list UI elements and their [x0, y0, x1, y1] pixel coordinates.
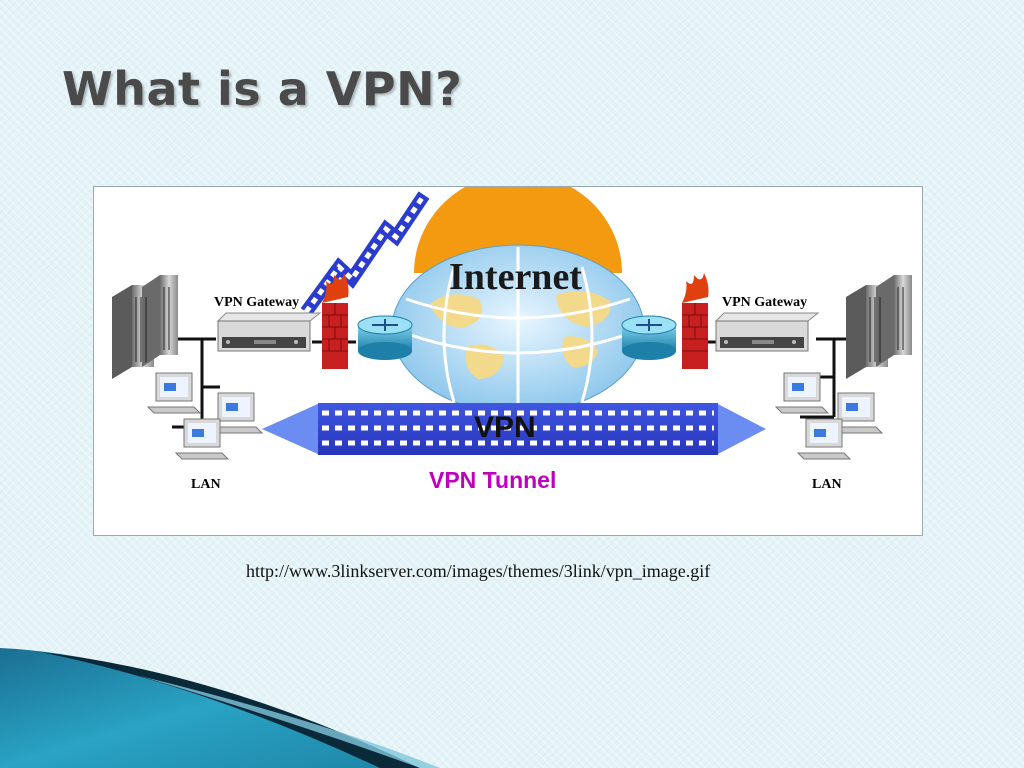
internet-globe-icon — [391, 187, 645, 414]
right-gateway-label: VPN Gateway — [722, 295, 808, 310]
left-firewall-icon — [322, 273, 349, 369]
right-vpn-gateway-icon — [714, 312, 820, 352]
vpn-tunnel-graphic — [262, 403, 766, 455]
vpn-diagram-graphic — [112, 187, 912, 460]
lightning-bolt-icon — [300, 191, 430, 316]
left-vpn-gateway-icon — [216, 312, 322, 352]
right-lan-computers-icon — [774, 372, 884, 460]
right-server-rack-icon — [846, 275, 912, 379]
left-lan-computers-icon — [146, 372, 264, 460]
right-firewall-icon — [682, 273, 709, 369]
vpn-diagram: VPN Gateway VPN Gateway Internet VPN VPN… — [93, 186, 923, 536]
left-server-rack-icon — [112, 275, 178, 379]
slide-title: What is a VPN? — [62, 62, 463, 116]
left-lan-label: LAN — [191, 477, 221, 492]
source-url: http://www.3linkserver.com/images/themes… — [246, 561, 711, 581]
left-router-icon — [357, 315, 413, 360]
left-gateway-label: VPN Gateway — [214, 295, 300, 310]
right-router-icon — [621, 315, 677, 360]
right-lan-label: LAN — [812, 477, 842, 492]
internet-label: Internet — [449, 256, 582, 298]
vpn-label: VPN — [474, 411, 536, 444]
vpn-tunnel-label: VPN Tunnel — [429, 467, 557, 493]
